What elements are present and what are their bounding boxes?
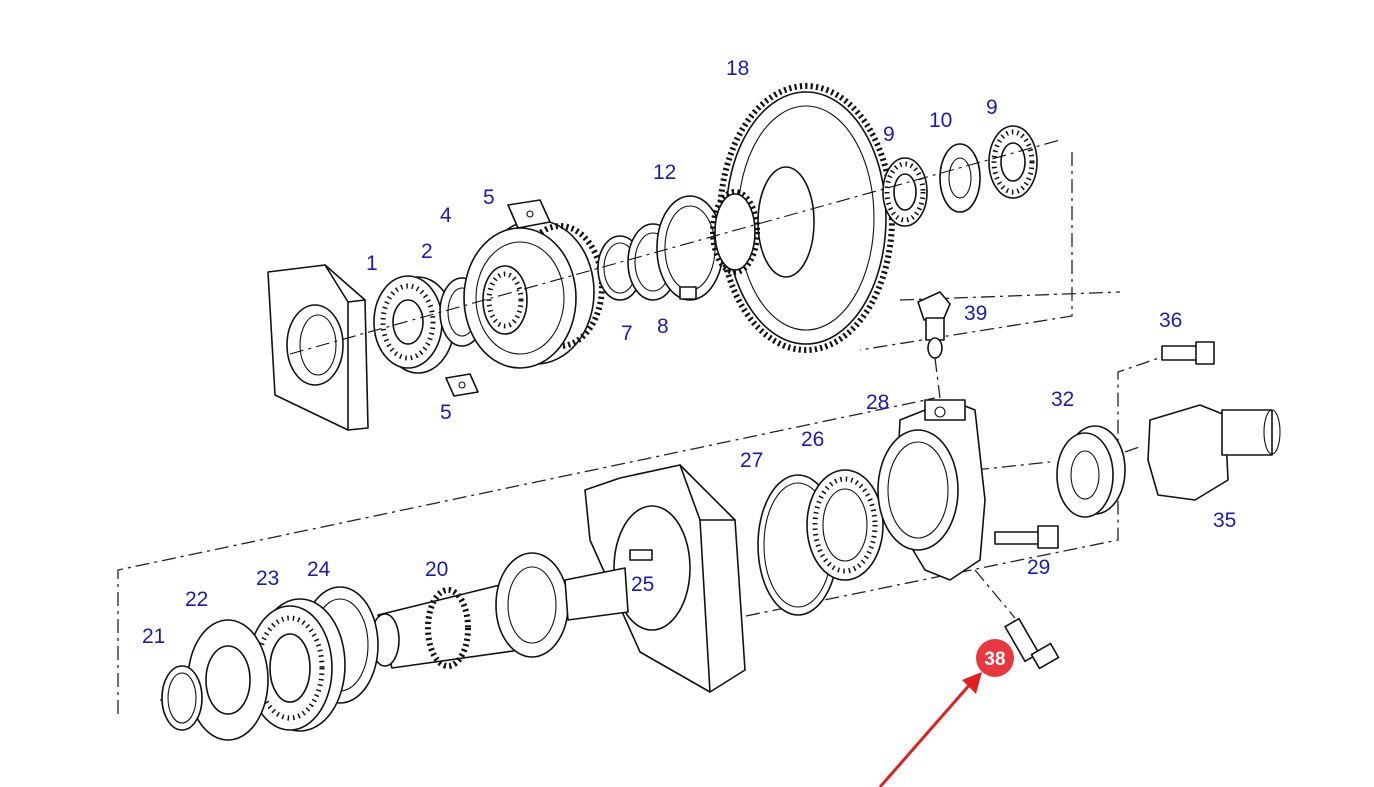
bearing-23 [247,598,346,732]
callout-7: 7 [621,322,633,345]
key-5-lower [445,373,479,397]
coupling-35 [1147,404,1281,501]
part-number-labels: 1 2 4 5 5 7 8 12 18 9 10 9 39 36 28 32 2… [142,57,1236,648]
callout-1: 1 [366,252,378,275]
housing-plate-upper [267,264,369,431]
pointer-arrowhead [962,672,982,694]
highlight-badge[interactable] [976,639,1014,677]
callout-21: 21 [142,625,165,648]
sensor-39 [917,291,951,359]
bolt-36 [1161,341,1215,365]
ring-32 [1056,425,1126,518]
stud-25 [629,549,653,561]
callout-5-upper: 5 [483,186,495,209]
callout-29: 29 [1027,556,1050,579]
lower-shaft-assembly [161,341,1281,741]
spacer-10 [939,143,981,213]
washer-22 [187,619,269,741]
callout-12: 12 [653,161,676,184]
seal-26 [806,469,884,581]
callout-27: 27 [740,449,763,472]
needle-bearing-9a [882,157,928,227]
needle-bearing-9b [988,125,1038,199]
bearing-1 [373,275,455,374]
coupling-4 [463,219,605,369]
callout-20: 20 [425,558,448,581]
callout-2: 2 [421,240,433,263]
highlight-callout-38[interactable]: 38 [878,639,1014,787]
callout-8: 8 [657,315,669,338]
callout-26: 26 [801,428,824,451]
callout-39: 39 [964,302,987,325]
synchro-ring-12 [656,195,724,301]
housing-plate-lower [584,464,746,693]
key-5-upper [507,199,551,229]
callout-22: 22 [185,588,208,611]
callout-4: 4 [440,204,452,227]
callout-36: 36 [1159,309,1182,332]
callout-10: 10 [929,109,952,132]
bolt-29 [994,525,1059,549]
callout-18: 18 [726,57,749,80]
callout-25: 25 [631,573,654,596]
callout-32: 32 [1051,388,1074,411]
pointer-arrow [878,681,974,787]
callout-9-b: 9 [986,96,998,119]
flange-housing-28 [877,399,986,581]
gear-18 [710,83,895,353]
callout-9-a: 9 [883,123,895,146]
shaft-20 [370,552,629,669]
callout-28: 28 [866,391,889,414]
circlip-21 [161,665,203,731]
bolt-38 [1004,617,1060,670]
upper-shaft-assembly [267,83,1061,431]
callout-5-lower: 5 [440,401,452,424]
callout-24: 24 [307,558,331,581]
highlight-badge-label: 38 [984,649,1005,670]
callout-23: 23 [256,567,279,590]
callout-35: 35 [1213,509,1236,532]
